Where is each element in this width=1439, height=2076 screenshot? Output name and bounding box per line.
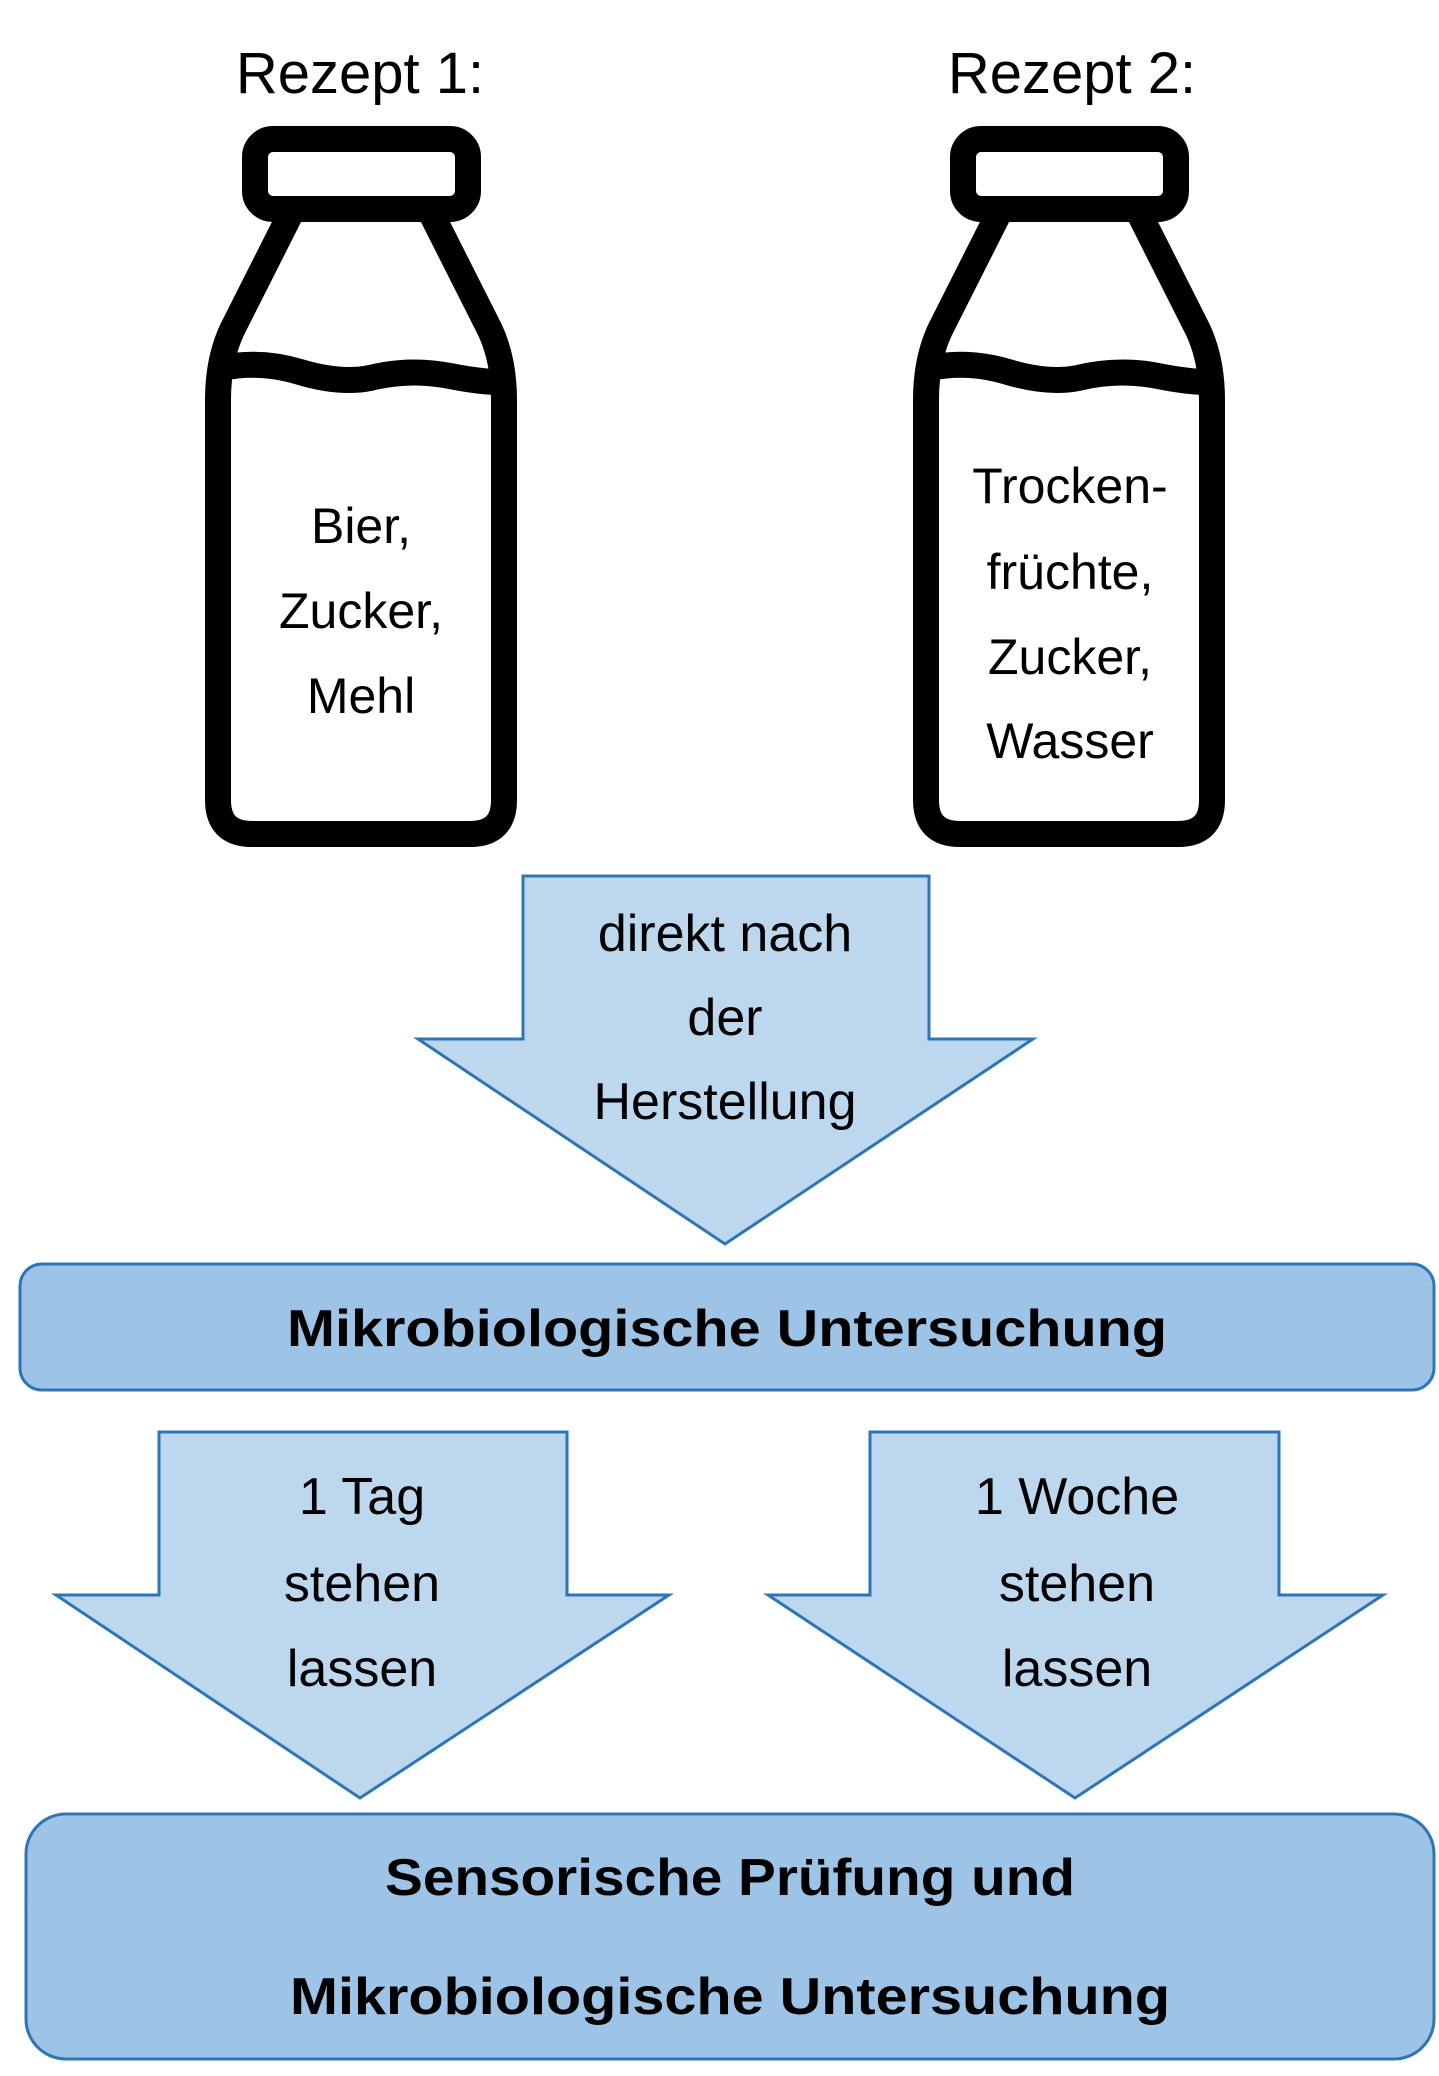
arrow-right-line: 1 Woche bbox=[975, 1468, 1179, 1526]
recipe-2-ingredient: Trocken- bbox=[972, 458, 1167, 514]
bottle-icon bbox=[913, 126, 1225, 847]
arrow-down-icon bbox=[51, 1430, 675, 1800]
arrow-right-line: stehen bbox=[999, 1555, 1155, 1613]
arrow-top-line: Herstellung bbox=[593, 1073, 856, 1131]
recipe-1-ingredient: Bier, bbox=[311, 498, 411, 554]
arrow-top-line: direkt nach bbox=[598, 905, 852, 963]
arrow-right-line: lassen bbox=[1002, 1640, 1152, 1698]
arrow-down-icon bbox=[413, 874, 1038, 1246]
arrow-top-line: der bbox=[687, 989, 762, 1047]
arrow-down-icon bbox=[763, 1430, 1389, 1800]
arrow-left-line: 1 Tag bbox=[299, 1468, 425, 1526]
final-testing-line: Sensorische Prüfung und bbox=[385, 1849, 1075, 1907]
recipe-2-ingredient: früchte, bbox=[987, 544, 1154, 600]
recipe-1-title: Rezept 1: bbox=[236, 41, 484, 106]
recipe-2-ingredient: Zucker, bbox=[988, 629, 1152, 685]
final-testing-line: Mikrobiologische Untersuchung bbox=[290, 1968, 1170, 2026]
arrow-left-line: lassen bbox=[287, 1640, 437, 1698]
final-testing-box bbox=[24, 1812, 1436, 2061]
microbiology-label: Mikrobiologische Untersuchung bbox=[287, 1300, 1167, 1358]
recipe-1-ingredient: Mehl bbox=[307, 668, 415, 724]
recipe-2-ingredient: Wasser bbox=[986, 713, 1154, 769]
bottle-icon bbox=[205, 126, 517, 847]
recipe-2-title: Rezept 2: bbox=[948, 41, 1196, 106]
arrow-left-line: stehen bbox=[284, 1555, 440, 1613]
microbiology-box bbox=[18, 1262, 1436, 1392]
recipe-1-ingredient: Zucker, bbox=[279, 583, 443, 639]
